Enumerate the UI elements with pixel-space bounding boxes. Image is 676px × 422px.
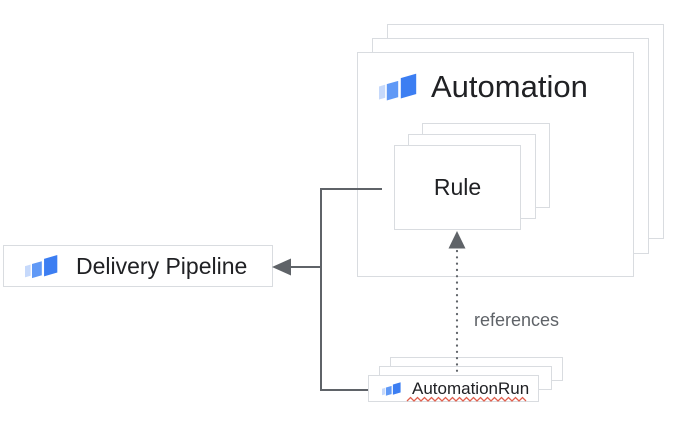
cloud-deploy-icon <box>379 71 418 103</box>
rule-label: Rule <box>433 174 482 200</box>
automation-run-box: AutomationRun <box>368 375 539 402</box>
cloud-deploy-icon <box>25 252 59 280</box>
automation-label: Automation <box>431 69 588 104</box>
delivery-pipeline-label: Delivery Pipeline <box>76 252 248 279</box>
delivery-pipeline-box: Delivery Pipeline <box>3 245 273 287</box>
arrowhead-left-icon <box>272 258 291 276</box>
cloud-deploy-icon <box>382 380 402 397</box>
rule-box: Rule <box>394 145 521 230</box>
references-edge-label: references <box>474 310 560 330</box>
automation-header: Automation <box>379 68 633 106</box>
automation-run-label: AutomationRun <box>412 378 530 398</box>
